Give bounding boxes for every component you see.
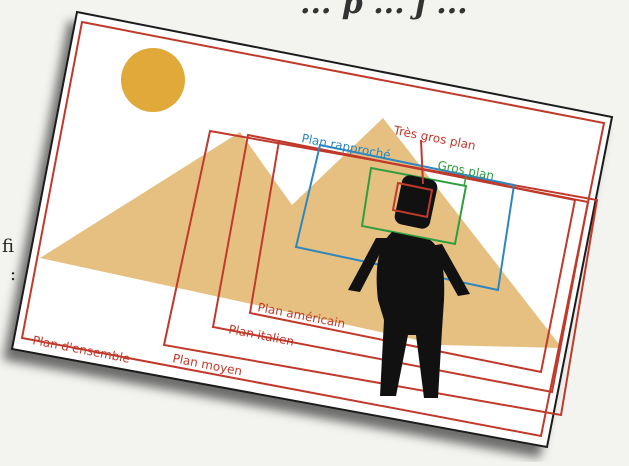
- scanned-side-text-fragment-1: fi: [2, 236, 15, 257]
- frame-plan-rapproche: [294, 143, 516, 292]
- frame-tres-gros-plan: [391, 181, 434, 219]
- scanned-side-text-fragment-2: :: [10, 264, 17, 285]
- frame-plan-moyen: [162, 129, 599, 417]
- gros-plan-pointer: [463, 175, 467, 187]
- scanned-top-text-fragment: ... p ... j ...: [300, 0, 468, 21]
- frame-plan-americain: [248, 139, 577, 374]
- sun-icon: [121, 48, 185, 112]
- frame-gros-plan: [360, 166, 468, 246]
- tres-gros-plan-pointer: [420, 139, 424, 185]
- frame-plan-ensemble: [20, 20, 606, 438]
